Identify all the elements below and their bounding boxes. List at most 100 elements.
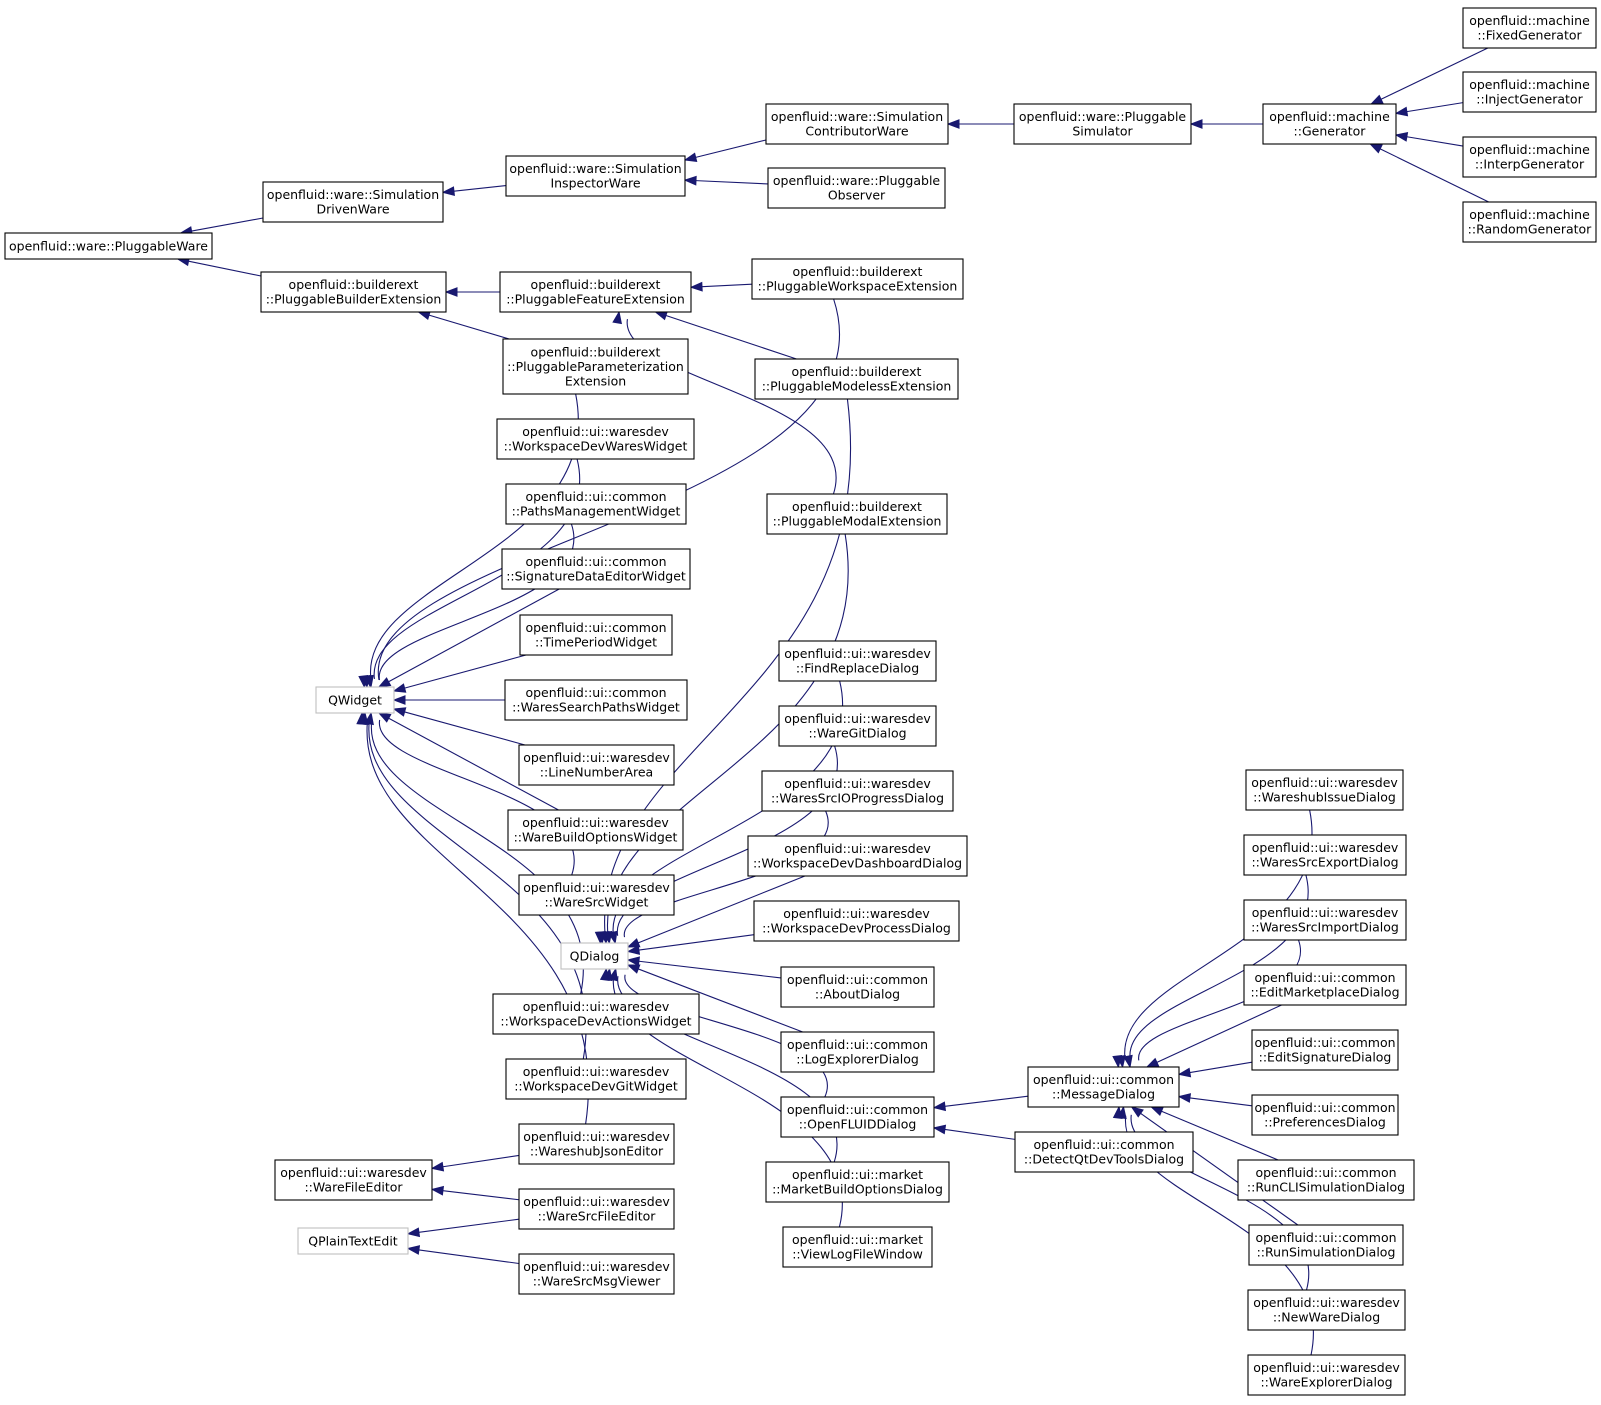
edge-line — [442, 1190, 520, 1201]
class-node-openfluid-ui-waresdev-workspacedevprocessdialog[interactable]: openfluid::ui::waresdev::WorkspaceDevPro… — [753, 900, 960, 942]
class-node-openfluid-machine-randomgenerator[interactable]: openfluid::machine::RandomGenerator — [1462, 201, 1597, 243]
class-node-openfluid-ware-simulation-contributorware[interactable]: openfluid::ware::SimulationContributorWa… — [765, 103, 949, 145]
class-node-openfluid-ui-waresdev-workspacedevgitwidget[interactable]: openfluid::ui::waresdev::WorkspaceDevGit… — [505, 1058, 687, 1100]
class-node-openfluid-ui-waresdev-waregitdialog[interactable]: openfluid::ui::waresdev::WareGitDialog — [778, 705, 937, 747]
class-node-openfluid-ui-waresdev-waressrcioprogressdialog[interactable]: openfluid::ui::waresdev::WaresSrcIOProgr… — [761, 770, 954, 812]
node-label-line: openfluid::ui::waresdev — [1252, 840, 1399, 855]
class-node-openfluid-builderext-pluggableworkspaceextension[interactable]: openfluid::builderext::PluggableWorkspac… — [751, 258, 964, 300]
class-node-openfluid-ui-waresdev-waressrcexportdialog[interactable]: openfluid::ui::waresdev::WaresSrcExportD… — [1243, 834, 1407, 876]
node-label-line: openfluid::machine — [1469, 13, 1590, 28]
class-node-openfluid-machine-interpgenerator[interactable]: openfluid::machine::InterpGenerator — [1462, 136, 1597, 178]
class-node-openfluid-builderext-pluggablemodelessextension[interactable]: openfluid::builderext::PluggableModeless… — [754, 358, 959, 400]
node-label-line: openfluid::builderext — [531, 344, 661, 359]
class-node-openfluid-machine-generator[interactable]: openfluid::machine::Generator — [1262, 103, 1397, 145]
class-node-openfluid-ui-common-messagedialog[interactable]: openfluid::ui::common::MessageDialog — [1027, 1066, 1180, 1108]
node-label-line: ::WareshubIssueDialog — [1253, 790, 1396, 805]
edge-lna-to-qw — [392, 707, 526, 746]
class-node-openfluid-ui-waresdev-wareshubissuedialog[interactable]: openfluid::ui::waresdev::WareshubIssueDi… — [1245, 769, 1404, 811]
class-node-openfluid-machine-injectgenerator[interactable]: openfluid::machine::InjectGenerator — [1462, 71, 1597, 113]
class-node-openfluid-ui-waresdev-wareshubjsoneditor[interactable]: openfluid::ui::waresdev::WareshubJsonEdi… — [518, 1123, 675, 1165]
node-box — [1243, 964, 1407, 1006]
node-label-line: ::WareshubJsonEditor — [530, 1144, 664, 1159]
class-node-openfluid-ui-common-runclisimulationdialog[interactable]: openfluid::ui::common::RunCLISimulationD… — [1237, 1159, 1415, 1201]
class-node-openfluid-ui-common-preferencesdialog[interactable]: openfluid::ui::common::PreferencesDialog — [1251, 1094, 1399, 1136]
node-label-line: openfluid::ui::common — [1254, 1100, 1395, 1115]
edge-line — [638, 968, 803, 1033]
class-node-openfluid-ui-waresdev-linenumberarea[interactable]: openfluid::ui::waresdev::LineNumberArea — [518, 744, 675, 786]
node-label-line: ::LineNumberArea — [540, 765, 653, 780]
edge-ad-to-qd — [626, 956, 782, 979]
node-label-line: openfluid::ui::waresdev — [523, 750, 670, 765]
node-box — [262, 181, 444, 223]
node-box — [260, 271, 447, 313]
node-label-line: openfluid::builderext — [531, 277, 661, 292]
class-node-openfluid-ui-common-editmarketplacedialog[interactable]: openfluid::ui::common::EditMarketplaceDi… — [1243, 964, 1407, 1006]
class-node-openfluid-ui-market-viewlogfilewindow[interactable]: openfluid::ui::market::ViewLogFileWindow — [782, 1226, 933, 1268]
class-node-openfluid-builderext-pluggablemodalextension[interactable]: openfluid::builderext::PluggableModalExt… — [766, 493, 948, 535]
class-node-openfluid-ui-waresdev-workspacedevactionswidget[interactable]: openfluid::ui::waresdev::WorkspaceDevAct… — [492, 993, 700, 1035]
node-label-line: openfluid::ui::common — [1255, 1230, 1396, 1245]
arrowhead-icon — [946, 119, 960, 129]
class-node-openfluid-ui-common-openfluiddialog[interactable]: openfluid::ui::common::OpenFLUIDDialog — [780, 1096, 935, 1138]
class-node-openfluid-ware-pluggableware[interactable]: openfluid::ware::PluggableWare — [4, 232, 213, 260]
arrowhead-icon — [444, 287, 458, 297]
class-node-openfluid-ui-common-detectqtdevtoolsdialog[interactable]: openfluid::ui::common::DetectQtDevToolsD… — [1014, 1131, 1194, 1173]
class-node-openfluid-ui-common-pathsmanagementwidget[interactable]: openfluid::ui::common::PathsManagementWi… — [505, 483, 687, 525]
class-node-openfluid-ui-waresdev-waresrcmsgviewer[interactable]: openfluid::ui::waresdev::WareSrcMsgViewe… — [518, 1253, 675, 1295]
node-label-line: ::OpenFLUIDDialog — [799, 1117, 917, 1132]
class-node-openfluid-ui-common-editsignaturedialog[interactable]: openfluid::ui::common::EditSignatureDial… — [1251, 1029, 1399, 1071]
node-label-line: ::WorkspaceDevGitWidget — [514, 1079, 678, 1094]
class-node-openfluid-ui-waresdev-waresrcfileeditor[interactable]: openfluid::ui::waresdev::WareSrcFileEdit… — [518, 1188, 675, 1230]
class-node-openfluid-ui-common-signaturedataeditorwidget[interactable]: openfluid::ui::common::SignatureDataEdit… — [501, 548, 691, 590]
class-node-openfluid-ui-market-marketbuildoptionsdialog[interactable]: openfluid::ui::market::MarketBuildOption… — [765, 1161, 950, 1203]
class-node-openfluid-builderext-pluggableparameterization-extension[interactable]: openfluid::builderext::PluggableParamete… — [502, 338, 689, 395]
edge-wspw-to-qw — [392, 695, 505, 705]
class-node-openfluid-ui-waresdev-warefileeditor[interactable]: openfluid::ui::waresdev::WareFileEditor — [274, 1159, 433, 1201]
node-box — [1247, 1289, 1406, 1331]
class-node-openfluid-machine-fixedgenerator[interactable]: openfluid::machine::FixedGenerator — [1462, 7, 1597, 49]
node-label-line: QPlainTextEdit — [308, 1233, 397, 1248]
node-box — [782, 1226, 933, 1268]
node-label-line: ::MarketBuildOptionsDialog — [772, 1182, 943, 1197]
class-node-openfluid-ui-waresdev-findreplacedialog[interactable]: openfluid::ui::waresdev::FindReplaceDial… — [778, 640, 937, 682]
arrowhead-icon — [356, 711, 367, 725]
arrowhead-icon — [1369, 94, 1384, 105]
class-node-openfluid-ui-common-runsimulationdialog[interactable]: openfluid::ui::common::RunSimulationDial… — [1248, 1224, 1404, 1266]
class-node-openfluid-ui-waresdev-waresrcwidget[interactable]: openfluid::ui::waresdev::WareSrcWidget — [518, 874, 675, 916]
edge-line — [371, 721, 584, 995]
node-label-line: ::PluggableBuilderExtension — [266, 292, 442, 307]
node-label-line: ::PluggableModalExtension — [773, 514, 942, 529]
node-label-line: openfluid::ui::common — [525, 685, 666, 700]
node-box — [505, 155, 686, 197]
node-box — [505, 483, 687, 525]
class-node-openfluid-ui-waresdev-warebuildoptionswidget[interactable]: openfluid::ui::waresdev::WareBuildOption… — [507, 809, 684, 851]
node-box — [1462, 136, 1597, 178]
arrowhead-icon — [932, 1124, 947, 1135]
class-node-openfluid-ui-common-aboutdialog[interactable]: openfluid::ui::common::AboutDialog — [780, 966, 935, 1008]
class-node-openfluid-builderext-pluggablebuilderextension[interactable]: openfluid::builderext::PluggableBuilderE… — [260, 271, 447, 313]
node-box — [501, 548, 691, 590]
node-label-line: openfluid::ui::waresdev — [280, 1165, 427, 1180]
arrowhead-icon — [1145, 1057, 1160, 1068]
node-label-line: openfluid::ui::common — [1033, 1072, 1174, 1087]
class-node-openfluid-ui-common-logexplorerdialog[interactable]: openfluid::ui::common::LogExplorerDialog — [780, 1031, 935, 1073]
edge-line — [638, 875, 806, 944]
class-node-openfluid-ui-common-waressearchpathswidget[interactable]: openfluid::ui::common::WaresSearchPathsW… — [504, 679, 688, 721]
edge-line — [368, 722, 587, 1060]
class-node-openfluid-ui-common-timeperiodwidget[interactable]: openfluid::ui::common::TimePeriodWidget — [519, 614, 673, 656]
class-node-openfluid-ui-waresdev-workspacedevdashboarddialog[interactable]: openfluid::ui::waresdev::WorkspaceDevDas… — [747, 835, 968, 877]
class-node-openfluid-ui-waresdev-waressrcimportdialog[interactable]: openfluid::ui::waresdev::WaresSrcImportD… — [1243, 899, 1407, 941]
class-node-openfluid-builderext-pluggablefeatureextension[interactable]: openfluid::builderext::PluggableFeatureE… — [499, 271, 692, 313]
node-label-line: openfluid::ui::common — [1254, 970, 1395, 985]
class-node-openfluid-ui-waresdev-newwaredialog[interactable]: openfluid::ui::waresdev::NewWareDialog — [1247, 1289, 1406, 1331]
node-label-line: openfluid::ui::common — [1255, 1165, 1396, 1180]
class-node-openfluid-ui-waresdev-workspacedevwareswidget[interactable]: openfluid::ui::waresdev::WorkspaceDevWar… — [496, 418, 695, 460]
node-box — [315, 686, 395, 714]
edge-line — [418, 1249, 520, 1265]
class-node-openfluid-ui-waresdev-wareexplorerdialog[interactable]: openfluid::ui::waresdev::WareExplorerDia… — [1247, 1354, 1406, 1396]
node-label-line: ::WareGitDialog — [808, 726, 906, 741]
